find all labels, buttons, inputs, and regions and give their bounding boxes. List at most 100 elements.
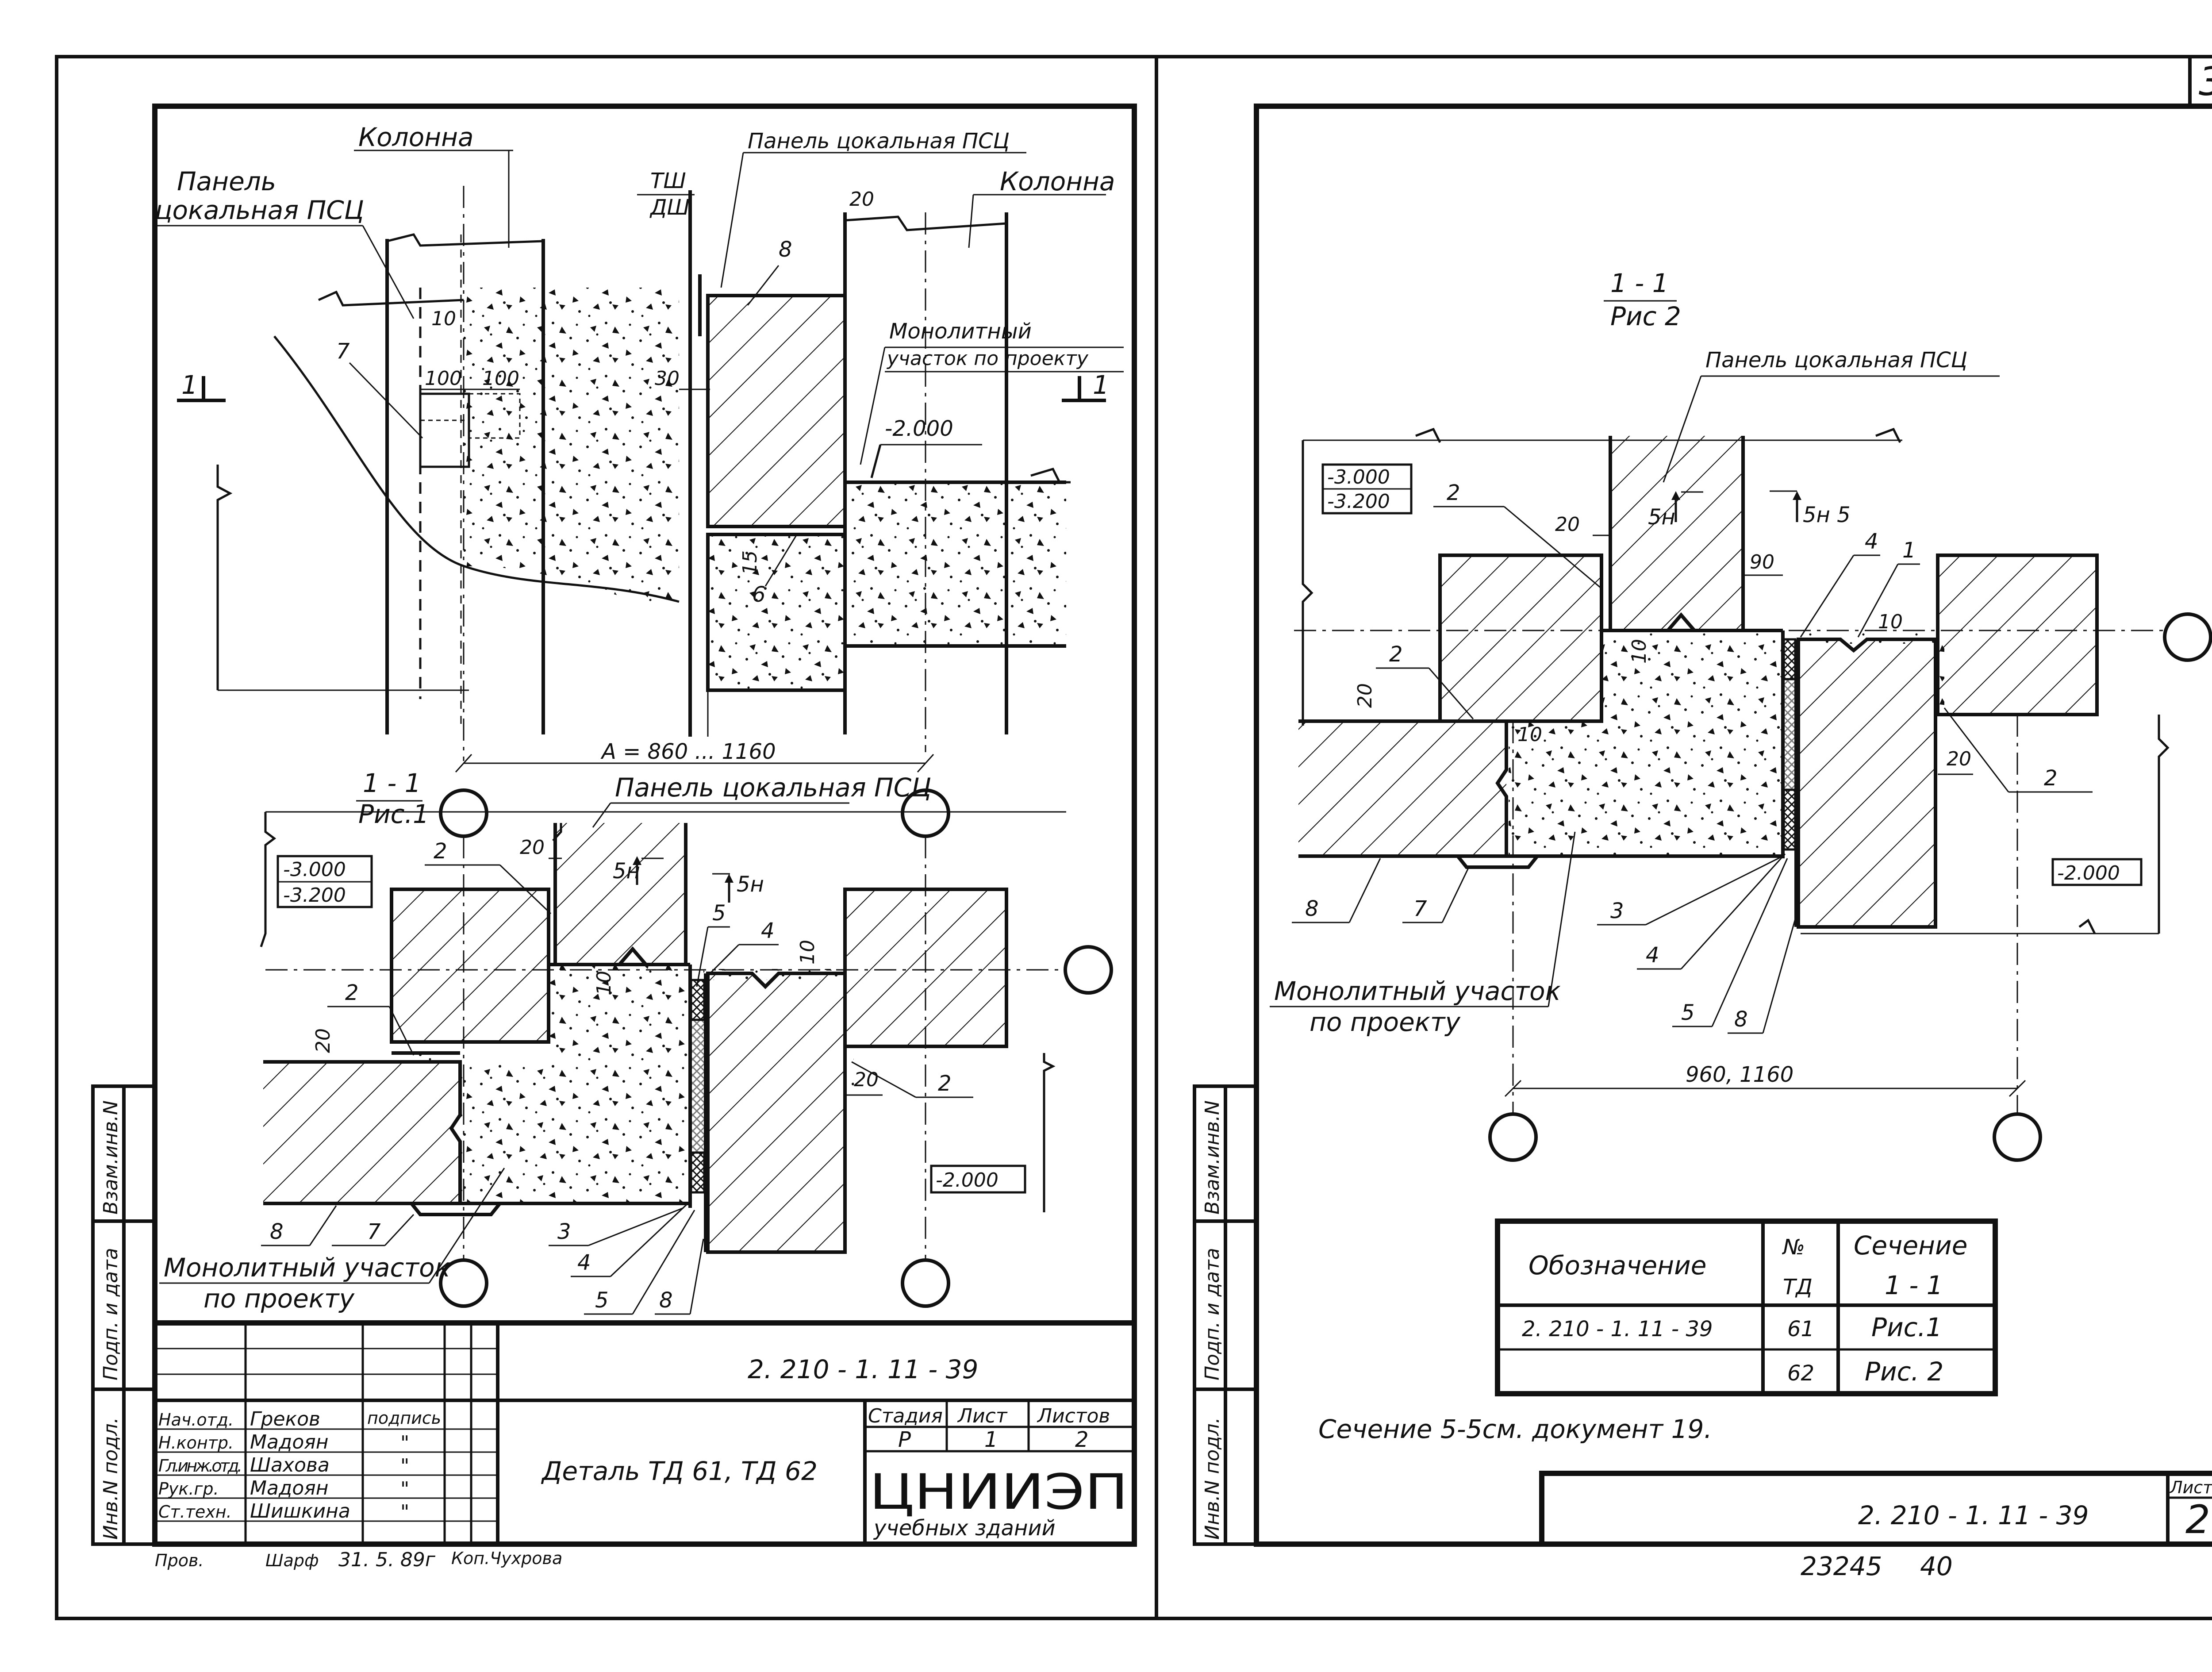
dim-10-plan-a: 10: [593, 971, 615, 996]
axis-circle-r3: [1993, 1112, 2042, 1162]
label-kolonna-left: Колонна: [358, 122, 474, 152]
td-table: Обозначение № ТД Сечение 1 - 1 2. 210 - …: [1495, 1218, 1998, 1396]
callout-6-elev: 6: [752, 582, 766, 607]
table-r0-td: 61: [1787, 1317, 1814, 1341]
callout-5-a: 5: [712, 901, 726, 926]
table-h1: Обозначение: [1528, 1250, 1706, 1280]
sheet-number: 39: [2199, 59, 2212, 104]
callout-2-c: 2: [938, 1071, 952, 1096]
mark-5h-b: 5н: [737, 872, 764, 897]
level-plan-left: -2.000: [936, 1169, 998, 1192]
mono-right-1: Монолитный участок: [1274, 976, 1561, 1006]
dim-r-10-b: 10: [1878, 611, 1903, 633]
dim-100-b: 100: [482, 367, 519, 390]
callout-4-b: 4: [577, 1250, 591, 1275]
stamp-vzam-left: Взам.инв.N: [100, 1100, 122, 1215]
callout-7-plan: 7: [367, 1219, 381, 1244]
callout-r-8-a: 8: [1305, 896, 1319, 921]
callout-7-elev: 7: [336, 339, 350, 364]
code-right: 2. 210 - 1. 11 - 39: [1858, 1500, 2089, 1530]
mono-plan-left-2: по проекту: [204, 1284, 355, 1314]
sheet-h-right: Лист: [2169, 1478, 2212, 1497]
callout-r-3: 3: [1610, 899, 1624, 923]
table-r1-section: Рис. 2: [1865, 1357, 1943, 1387]
table-h2a: №: [1782, 1235, 1805, 1260]
label-monolit-1: Монолитный: [889, 319, 1032, 344]
label-level-elev: -2.000: [885, 416, 953, 441]
name-0: Греков: [250, 1408, 320, 1430]
dim-r-10-c: 10: [1517, 723, 1542, 746]
sign-header: подпись: [367, 1408, 441, 1428]
name-1: Мадоян: [250, 1431, 329, 1453]
section-note: Сечение 5-5см. документ 19.: [1318, 1414, 1712, 1444]
callout-4-a: 4: [761, 919, 775, 943]
role-1: Н.контр.: [158, 1433, 234, 1453]
dim-20-plan-c: 20: [854, 1069, 879, 1091]
title-name: Деталь ТД 61, ТД 62: [541, 1456, 818, 1486]
dim-r-10-a: 10: [1628, 639, 1651, 664]
checked-sign: Шарф: [265, 1551, 319, 1570]
stamp-inv-left: Инв.N подл.: [100, 1417, 122, 1540]
callout-r-2-a: 2: [1447, 480, 1460, 505]
mono-plan-left-1: Монолитный участок: [164, 1253, 450, 1283]
dim-30: 30: [655, 367, 680, 390]
table-r0-section: Рис.1: [1871, 1312, 1942, 1342]
name-4: Шишкина: [250, 1500, 350, 1522]
section-mark-right: 1: [1093, 370, 1109, 400]
left-plan: 1 - 1 Рис.1: [159, 768, 1113, 1315]
axis-circle-l5: [901, 1258, 950, 1308]
stage-header: Стадия: [868, 1405, 943, 1427]
callout-3: 3: [557, 1219, 571, 1244]
dim-20-plan-b: 20: [312, 1028, 334, 1053]
sign-1: ": [400, 1432, 409, 1454]
axis-circle-r2: [1488, 1112, 1538, 1162]
title-block-right: 2. 210 - 1. 11 - 39 Лист 2: [1539, 1471, 2212, 1547]
right-panel-label: Панель цокальная ПСЦ: [1705, 348, 1967, 373]
table-h3a: Сечение: [1854, 1230, 1967, 1261]
section-mark-left: 1: [181, 370, 198, 400]
stage-value: Р: [898, 1427, 911, 1452]
left-elevation: ТШ ДШ Колонна Панель цокальная ПСЦ: [155, 122, 1124, 761]
side-stamp-right: Инв.N подл. Подп. и дата Взам.инв.N: [1193, 1084, 1258, 1546]
stamp-inv-right: Инв.N подл.: [1201, 1417, 1224, 1540]
role-0: Нач.отд.: [158, 1410, 234, 1430]
axis-circle-l1: [439, 788, 488, 838]
callout-r-8-b: 8: [1734, 1007, 1748, 1032]
dim-A: A = 860 ... 1160: [455, 739, 934, 773]
callout-8-plan: 8: [270, 1219, 284, 1244]
stamp-sign-right: Подп. и дата: [1201, 1248, 1224, 1380]
table-h2b: ТД: [1783, 1275, 1813, 1299]
callout-r-4-b: 4: [1646, 943, 1659, 968]
dim-r-20-b: 20: [1354, 683, 1376, 708]
lvl-b-left: -3.200: [283, 884, 346, 907]
dim-r-90: 90: [1750, 551, 1774, 573]
label-monolit-2: участок по проекту: [886, 347, 1089, 370]
dim-r-20-c: 20: [1947, 748, 1971, 770]
dim-A-text: A = 860 ... 1160: [600, 739, 776, 764]
mono-right-2: по проекту: [1310, 1007, 1461, 1037]
side-stamp-left: Инв.N подл. Подп. и дата Взам.инв.N: [91, 1084, 157, 1546]
label-panel-left-2: цокальная ПСЦ: [155, 195, 364, 225]
axis-circle-l3: [1064, 945, 1113, 995]
table-h3b: 1 - 1: [1885, 1270, 1943, 1300]
callout-2-b: 2: [345, 980, 359, 1005]
callout-r-1: 1: [1902, 538, 1916, 563]
stamp-vzam-right: Взам.инв.N: [1201, 1100, 1224, 1215]
label-panel-left-1: Панель: [177, 166, 276, 196]
label-panel-plan: Панель цокальная ПСЦ: [615, 773, 931, 803]
mark-5h-right: 5н: [1648, 505, 1675, 530]
dim-10-a: 10: [431, 307, 456, 330]
dim-960: 960, 1160: [1686, 1062, 1793, 1087]
callout-r-2-b: 2: [1389, 642, 1403, 667]
sign-2: ": [400, 1455, 409, 1477]
label-dsh: ДШ: [649, 195, 690, 220]
org-name: ЦНИИЭП: [869, 1464, 1128, 1520]
sign-4: ": [400, 1501, 409, 1523]
role-2: Гл.инж.отд.: [158, 1456, 242, 1476]
label-panel-top-right: Панель цокальная ПСЦ: [748, 129, 1010, 154]
caption-left-ref: Рис.1: [358, 799, 429, 829]
dim-20-plan-a: 20: [520, 836, 545, 859]
sheet-value: 1: [984, 1427, 998, 1452]
dim-10-plan-b: 10: [796, 940, 819, 965]
caption-right-ref: Рис 2: [1610, 301, 1681, 331]
